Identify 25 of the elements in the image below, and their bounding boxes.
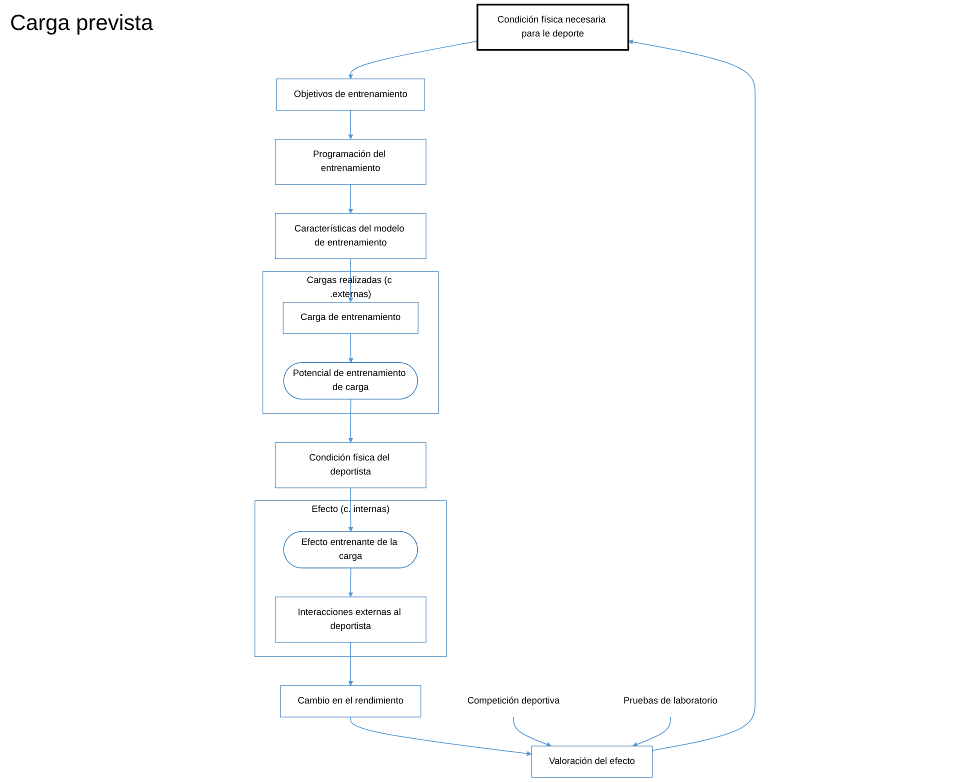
node-box: Características del modelo de entrenamiento: [274, 213, 426, 260]
node-box: Objetivos de entrenamiento: [276, 78, 426, 111]
arrow: [348, 568, 354, 598]
node-box: Carga de entrenamiento: [282, 302, 418, 334]
node-box: Interacciones externas al deportista: [274, 596, 426, 642]
arrow: [348, 398, 354, 443]
arrow: [348, 333, 354, 364]
arrow: [348, 642, 354, 686]
node-box: Programación del entrenamiento: [274, 138, 426, 185]
arrow: [348, 487, 354, 532]
node-text: Competición deportiva: [467, 696, 560, 706]
arrow: [348, 110, 354, 140]
arrow: [348, 258, 354, 302]
arrow: [348, 184, 354, 214]
arrow: [513, 716, 552, 747]
arrow: [350, 716, 532, 756]
arrow: [628, 39, 756, 751]
arrow: [348, 40, 478, 80]
side-label: Carga prevista: [10, 10, 154, 36]
node-text: Pruebas de laboratorio: [623, 696, 718, 706]
node-box: Condición física del deportista: [274, 442, 426, 488]
node-box: Valoración del efecto: [531, 746, 653, 778]
arrow: [632, 716, 671, 747]
node-box: Cambio en el rendimiento: [280, 685, 422, 718]
node-box: Condición física necesaria para le deporte: [476, 4, 630, 51]
